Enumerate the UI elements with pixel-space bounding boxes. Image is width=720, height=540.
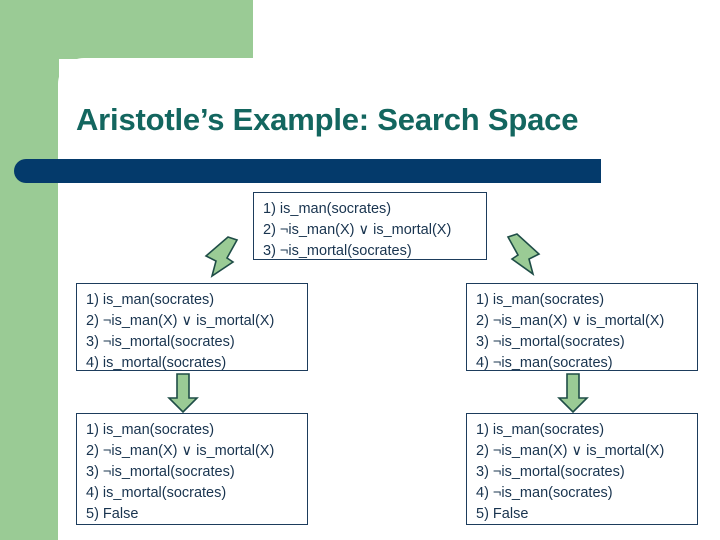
arrow-down-right-diagonal-icon	[506, 233, 541, 276]
clause-line: 3) ¬is_mortal(socrates)	[476, 334, 625, 350]
clause-line: 1) is_man(socrates)	[86, 422, 215, 438]
green-side-strip	[0, 0, 59, 540]
clause-line: 3) ¬is_mortal(socrates)	[86, 334, 235, 350]
clause-line: 2) ¬is_man(X) ∨ is_mortal(X)	[263, 222, 452, 238]
clause-line: 1) is_man(socrates)	[86, 292, 215, 308]
arrow-down-left-diagonal-icon	[204, 236, 239, 278]
clause-line: 5) False	[476, 506, 529, 522]
clause-line: 2) ¬is_man(X) ∨ is_mortal(X)	[86, 313, 275, 329]
clause-line: 3) ¬is_mortal(socrates)	[86, 464, 235, 480]
clause-line: 1) is_man(socrates)	[263, 201, 392, 217]
clause-line: 4) ¬is_man(socrates)	[476, 485, 613, 501]
clause-line: 4) is_mortal(socrates)	[86, 485, 227, 501]
clause-line: 2) ¬is_man(X) ∨ is_mortal(X)	[86, 443, 275, 459]
clause-box-right-bottom: 1) is_man(socrates) 2) ¬is_man(X) ∨ is_m…	[466, 413, 698, 525]
clause-box-right-middle: 1) is_man(socrates) 2) ¬is_man(X) ∨ is_m…	[466, 283, 698, 371]
clause-box-left-bottom: 1) is_man(socrates) 2) ¬is_man(X) ∨ is_m…	[76, 413, 308, 525]
clause-line: 1) is_man(socrates)	[476, 292, 605, 308]
clause-line: 3) ¬is_mortal(socrates)	[263, 243, 412, 259]
clause-line: 1) is_man(socrates)	[476, 422, 605, 438]
clause-box-left-middle: 1) is_man(socrates) 2) ¬is_man(X) ∨ is_m…	[76, 283, 308, 371]
arrow-down-right-vertical-icon	[557, 373, 589, 414]
clause-box-root: 1) is_man(socrates) 2) ¬is_man(X) ∨ is_m…	[253, 192, 487, 260]
clause-line: 2) ¬is_man(X) ∨ is_mortal(X)	[476, 443, 665, 459]
clause-line: 2) ¬is_man(X) ∨ is_mortal(X)	[476, 313, 665, 329]
clause-line: 4) is_mortal(socrates)	[86, 355, 227, 371]
clause-line: 4) ¬is_man(socrates)	[476, 355, 613, 371]
page-title: Aristotle’s Example: Search Space	[76, 102, 579, 137]
clause-line: 5) False	[86, 506, 139, 522]
clause-line: 3) ¬is_mortal(socrates)	[476, 464, 625, 480]
title-underline-bar	[14, 159, 601, 183]
arrow-down-left-vertical-icon	[167, 373, 199, 414]
